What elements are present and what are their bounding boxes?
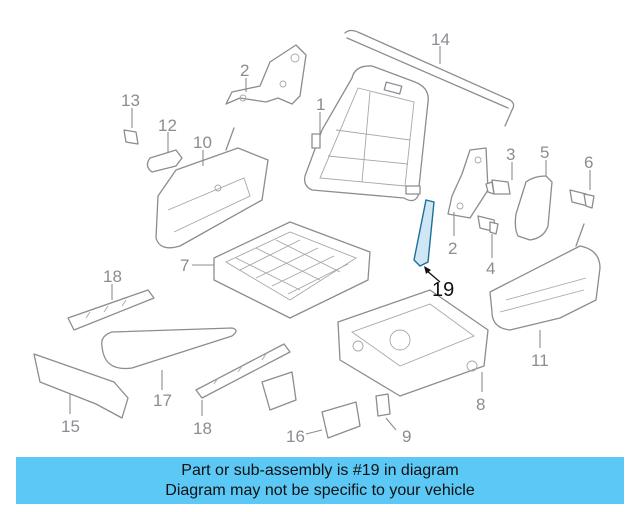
leader-lines: [69, 46, 591, 435]
callout-16: 16: [286, 427, 305, 446]
callout-15: 15: [61, 417, 80, 436]
callout-8: 8: [476, 395, 485, 414]
callout-18-lower: 18: [193, 419, 212, 438]
callout-2-upper: 2: [240, 61, 249, 80]
callout-7: 7: [180, 256, 189, 275]
part-5-cover: [514, 175, 553, 241]
part-15-side-panel: [33, 353, 129, 419]
callout-6: 6: [584, 153, 593, 172]
info-banner: Part or sub-assembly is #19 in diagram D…: [16, 457, 624, 504]
callout-10: 10: [193, 133, 212, 152]
callout-2-lower: 2: [448, 239, 457, 258]
part-2-hinge-bracket-lower: [447, 147, 489, 219]
part-2-hinge-bracket-upper: [225, 44, 307, 105]
callout-12: 12: [158, 116, 177, 135]
part-14-rod: [344, 29, 515, 127]
callout-1: 1: [316, 95, 325, 114]
callout-17: 17: [153, 391, 172, 410]
part-19-highlighted-bar: [413, 199, 441, 283]
part-17-wire-frame: [101, 327, 237, 370]
part-16-bracket: [261, 371, 361, 439]
callout-9: 9: [402, 427, 411, 446]
part-12-knob: [146, 149, 183, 173]
part-6-bolt: [569, 189, 595, 209]
callout-labels: 14 2 1 13 12 10 3 5 6 2 4 7 19 11 8 18 1…: [61, 30, 593, 446]
part-8-track-mechanism: [337, 289, 489, 397]
callout-18-upper: 18: [103, 267, 122, 286]
callout-19: 19: [432, 279, 454, 301]
part-4-bolt: [477, 215, 499, 235]
part-11-lower-panel: [489, 223, 601, 331]
banner-line-2: Diagram may not be specific to your vehi…: [165, 481, 475, 499]
part-9-bolt: [375, 393, 391, 417]
callout-5: 5: [540, 143, 549, 162]
part-1-seat-back-frame: [304, 65, 429, 202]
callout-11: 11: [531, 351, 549, 370]
part-7-seat-cushion-frame: [213, 221, 371, 319]
part-13-bolt: [123, 129, 139, 145]
callout-4: 4: [486, 259, 495, 278]
part-10-side-shield: [155, 127, 269, 249]
part-3-bolt: [485, 179, 511, 195]
part-18-rail-lower: [195, 343, 291, 399]
callout-13: 13: [121, 91, 140, 110]
callout-3: 3: [506, 145, 515, 164]
callout-14: 14: [431, 30, 450, 49]
part-18-rail-upper: [67, 289, 155, 331]
parts-diagram: 14 2 1 13 12 10 3 5 6 2 4 7 19 11 8 18 1…: [33, 29, 601, 446]
banner-line-1: Part or sub-assembly is #19 in diagram: [181, 461, 459, 479]
